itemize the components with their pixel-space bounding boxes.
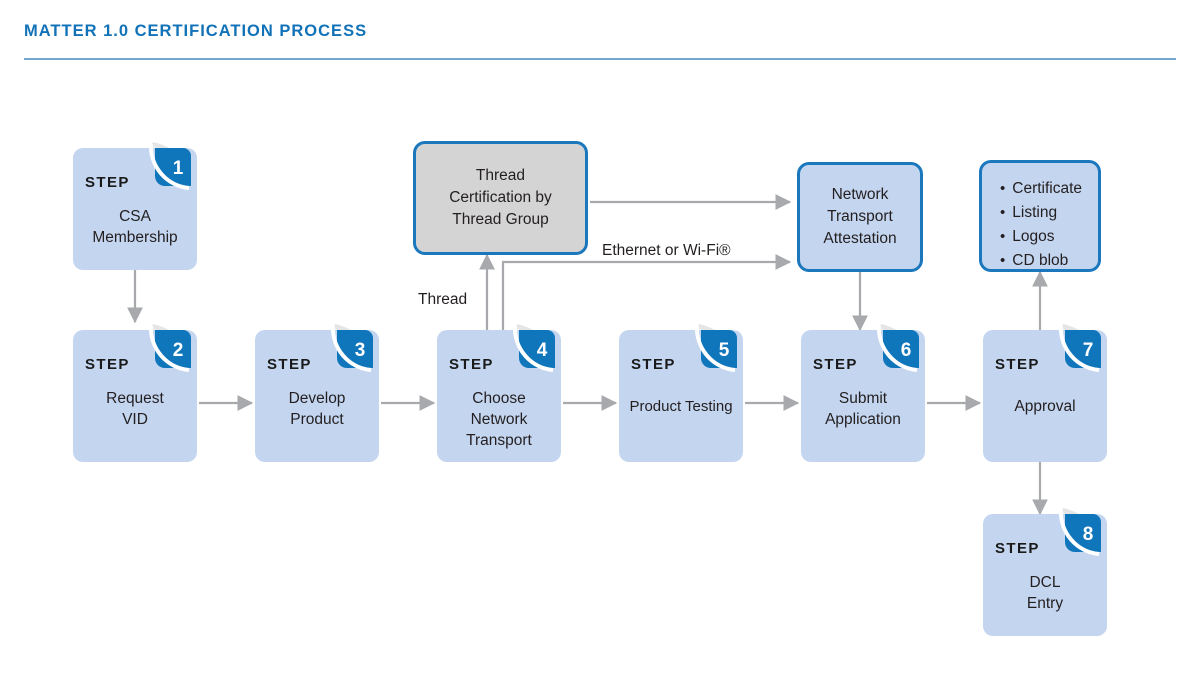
step-box-3[interactable]: STEP Develop Product 3 <box>255 324 379 462</box>
step-text-line: Develop <box>288 390 346 407</box>
step-text-line: Submit <box>838 390 888 407</box>
step-text-line: Product <box>290 411 344 428</box>
step-text-2: Request VID <box>73 388 197 430</box>
badge-white-arc <box>876 325 918 372</box>
outputs-list-item: Certificate <box>1000 177 1098 201</box>
thread-certification-box[interactable]: Thread Certification by Thread Group <box>413 141 588 255</box>
badge-white-arc <box>148 143 190 190</box>
outputs-list: Certificate Listing Logos CD blob <box>1000 177 1098 273</box>
outputs-list-item: Listing <box>1000 201 1098 225</box>
step-text-line: Transport <box>466 432 532 449</box>
step-number-6: 6 <box>900 340 912 361</box>
step-text-1: CSA Membership <box>73 206 197 248</box>
thread-certification-text: Thread Certification by Thread Group <box>449 165 552 231</box>
step-number-1: 1 <box>172 158 184 179</box>
step-label-3: STEP <box>267 356 312 373</box>
step-text-8: DCL Entry <box>983 572 1107 614</box>
step-box-5[interactable]: STEP Product Testing 5 <box>619 324 743 462</box>
badge-white-arc <box>148 325 190 372</box>
step-number-3: 3 <box>354 340 366 361</box>
step-text-line: Request <box>106 390 164 407</box>
network-attestation-line: Network <box>831 186 889 203</box>
badge-fold-shape <box>155 148 191 186</box>
step-label-2: STEP <box>85 356 130 373</box>
step-text-line: CSA <box>119 208 151 225</box>
badge-white-arc <box>694 325 736 372</box>
badge-fold-shape <box>701 330 737 368</box>
edge-step4-network-attestation <box>501 254 792 330</box>
network-attestation-line: Attestation <box>823 230 897 247</box>
badge-white-arc <box>512 325 554 372</box>
step-number-4: 4 <box>536 340 548 361</box>
step-text-line: Membership <box>92 229 178 246</box>
step-box-2[interactable]: STEP Request VID 2 <box>73 324 197 462</box>
network-attestation-text: Network Transport Attestation <box>823 184 896 250</box>
badge-white-arc <box>330 325 372 372</box>
badge-fold-shape <box>155 330 191 368</box>
step-number-5: 5 <box>718 340 730 361</box>
step-box-8[interactable]: STEP DCL Entry 8 <box>983 508 1107 636</box>
page-title: MATTER 1.0 CERTIFICATION PROCESS <box>24 22 368 40</box>
title-divider <box>24 58 1176 60</box>
step-text-line: Product Testing <box>629 398 733 415</box>
badge-fold-shape <box>1065 330 1101 368</box>
edge-label-thread: Thread <box>418 291 468 308</box>
badge-fold-shape <box>337 330 373 368</box>
step-box-1[interactable]: STEP CSA Membership 1 <box>73 142 197 270</box>
badge-shadow-arc <box>515 324 554 368</box>
badge-fold-shape <box>883 330 919 368</box>
outputs-list-item: Logos <box>1000 225 1098 249</box>
step-label-8: STEP <box>995 540 1040 557</box>
badge-shadow-arc <box>1061 324 1100 368</box>
step-number-7: 7 <box>1082 340 1094 361</box>
step-label-1: STEP <box>85 174 130 191</box>
step-text-3: Develop Product <box>255 388 379 430</box>
badge-white-arc <box>1058 509 1100 556</box>
step-label-4: STEP <box>449 356 494 373</box>
badge-shadow-arc <box>333 324 372 368</box>
step-number-2: 2 <box>172 340 184 361</box>
step-text-line: Network <box>470 411 528 428</box>
badge-shadow-arc <box>879 324 918 368</box>
step-text-line: Approval <box>1014 398 1076 415</box>
step-text-5: Product Testing <box>619 396 743 417</box>
network-transport-attestation-box[interactable]: Network Transport Attestation <box>797 162 923 272</box>
step-text-line: VID <box>122 411 148 428</box>
badge-white-arc <box>1058 325 1100 372</box>
step-number-8: 8 <box>1082 524 1094 545</box>
step-text-line: Application <box>825 411 901 428</box>
thread-certification-line: Thread Group <box>452 211 549 228</box>
badge-shadow-arc <box>1061 508 1100 552</box>
outputs-list-item: CD blob <box>1000 249 1098 273</box>
step-text-line: DCL <box>1029 574 1061 591</box>
thread-certification-line: Thread <box>475 167 526 184</box>
badge-shadow-arc <box>151 324 190 368</box>
step-text-4: Choose Network Transport <box>437 388 561 451</box>
step-label-6: STEP <box>813 356 858 373</box>
step-box-7[interactable]: STEP Approval 7 <box>983 324 1107 462</box>
outputs-box[interactable]: Certificate Listing Logos CD blob <box>979 160 1101 272</box>
step-label-7: STEP <box>995 356 1040 373</box>
step-text-line: Entry <box>1026 595 1064 612</box>
step-text-7: Approval <box>983 396 1107 417</box>
step-text-line: Choose <box>472 390 526 407</box>
badge-shadow-arc <box>697 324 736 368</box>
network-attestation-line: Transport <box>827 208 893 225</box>
step-box-6[interactable]: STEP Submit Application 6 <box>801 324 925 462</box>
step-label-5: STEP <box>631 356 676 373</box>
thread-certification-line: Certification by <box>449 189 552 206</box>
badge-shadow-arc <box>151 142 190 186</box>
badge-fold-shape <box>1065 514 1101 552</box>
step-box-4[interactable]: STEP Choose Network Transport 4 <box>437 324 561 462</box>
badge-fold-shape <box>519 330 555 368</box>
edge-label-ethernet-wifi: Ethernet or Wi-Fi® <box>602 242 731 259</box>
step-text-6: Submit Application <box>801 388 925 430</box>
